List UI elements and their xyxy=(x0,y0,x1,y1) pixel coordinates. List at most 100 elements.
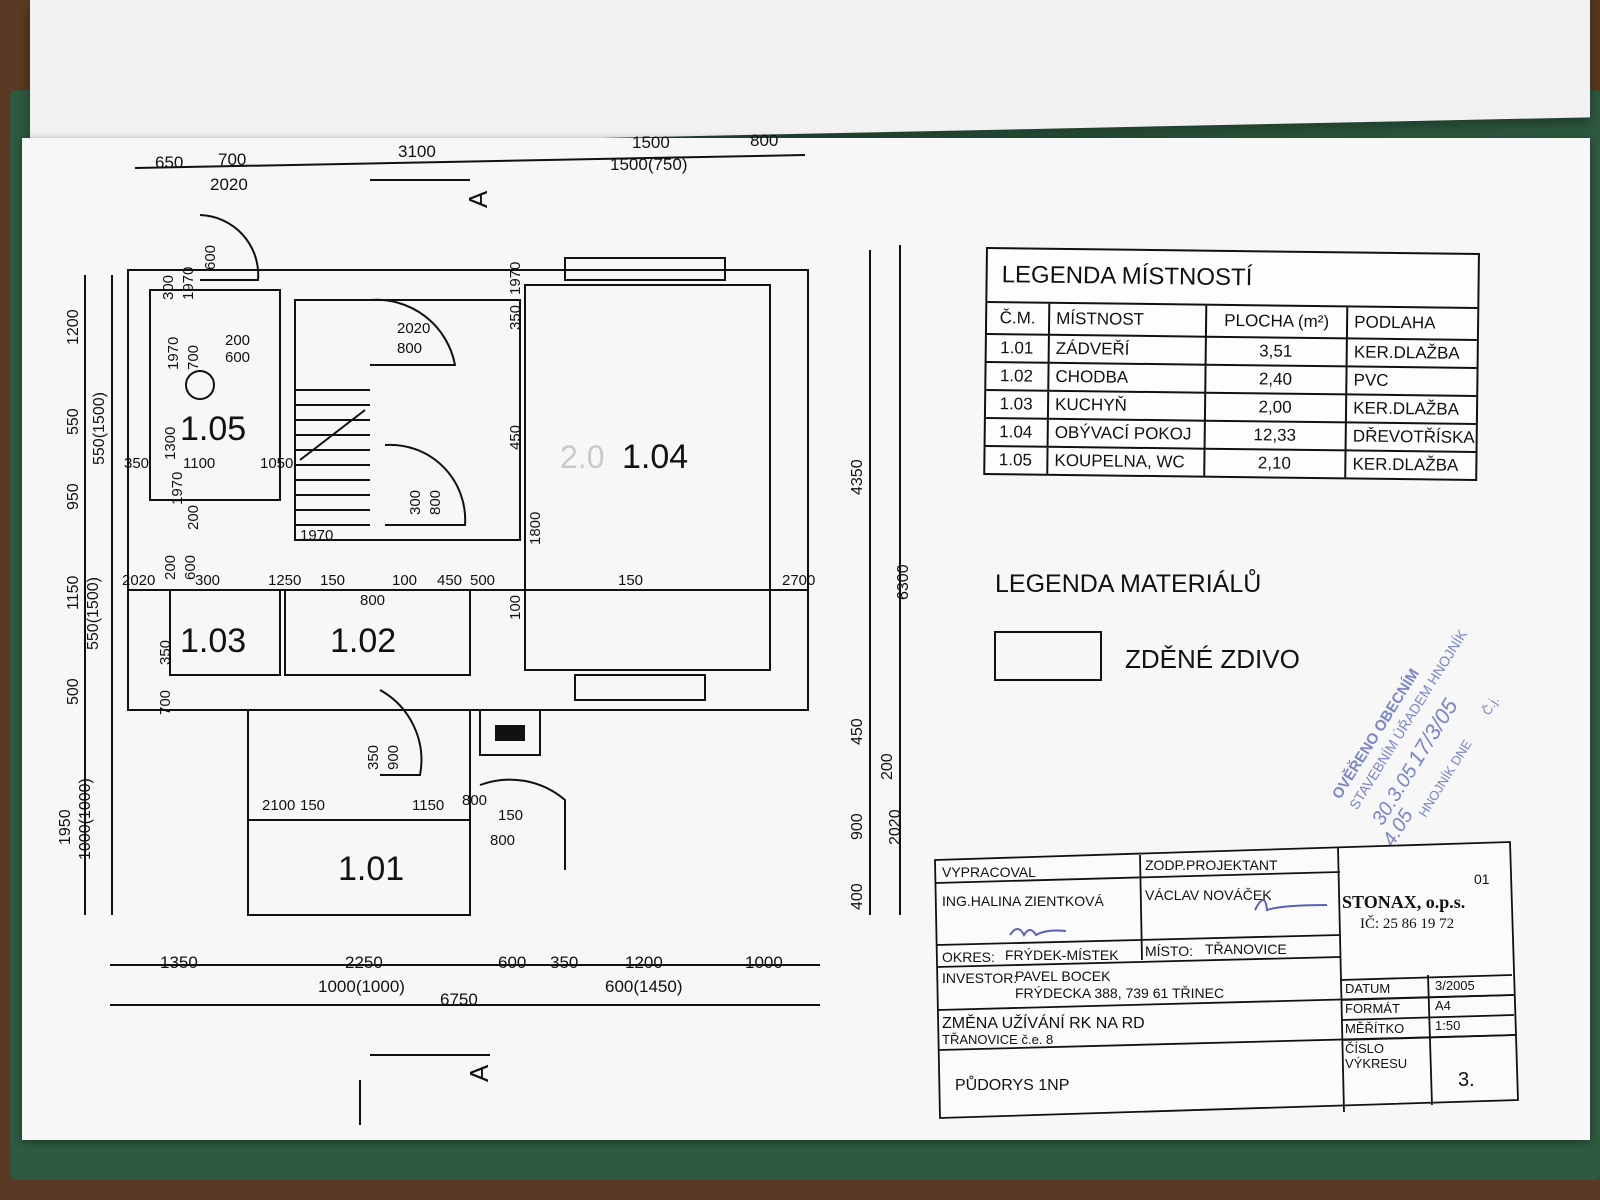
col-header-cm: Č.M. xyxy=(986,303,1050,335)
top-dim-5: 2020 xyxy=(210,175,248,194)
datum-label: DATUM xyxy=(1345,981,1390,996)
room-label-104: 1.04 xyxy=(622,438,688,476)
format-value: A4 xyxy=(1435,998,1451,1013)
bottom-dim-3: 350 xyxy=(550,953,578,972)
legend-cell-floor: KER.DLAŽBA xyxy=(1346,338,1477,369)
cislo-value: 3. xyxy=(1458,1069,1475,1091)
top-dim-3: 1500 xyxy=(632,133,670,152)
inner-dim-label: 1970 xyxy=(507,262,524,295)
legend-cell-floor: KER.DLAŽBA xyxy=(1352,454,1459,475)
col-header-floor: PODLAHA xyxy=(1347,307,1478,341)
right-dim-3: 200 xyxy=(879,753,896,780)
inner-dim-label: 450 xyxy=(507,425,524,450)
left-dim-6: 500 xyxy=(65,678,82,705)
bottom-dim-7: 600(1450) xyxy=(605,977,683,996)
inner-dim-label: 1250 xyxy=(268,572,301,589)
company-name: STONAX, o.p.s. xyxy=(1342,892,1465,912)
left-dim-8: 1000(1000) xyxy=(77,778,94,860)
misto-label: MÍSTO: xyxy=(1145,943,1193,959)
room-label-105: 1.05 xyxy=(180,410,246,448)
legend-cell-number: 1.02 xyxy=(986,362,1049,391)
vypracoval-label: VYPRACOVAL xyxy=(942,864,1036,880)
okres-value: FRÝDEK-MÍSTEK xyxy=(1005,947,1119,963)
stamp-line-3: Č.j. xyxy=(1479,693,1502,717)
rooms-legend-frame: LEGENDA MÍSTNOSTÍ Č.M. MÍSTNOST PLOCHA (… xyxy=(983,247,1480,482)
inner-dim-label: 2700 xyxy=(782,572,815,589)
bottom-dim-5: 1000 xyxy=(745,953,783,972)
company-code: 01 xyxy=(1474,871,1490,887)
inner-dim-label: 800 xyxy=(397,340,422,357)
investor-address: FRÝDECKA 388, 739 61 TŘINEC xyxy=(1015,985,1224,1001)
inner-dim-label: 1300 xyxy=(162,427,179,460)
top-dim-1: 700 xyxy=(218,150,246,169)
rooms-legend: LEGENDA MÍSTNOSTÍ Č.M. MÍSTNOST PLOCHA (… xyxy=(983,247,1480,482)
inner-dim-label: 150 xyxy=(300,797,325,814)
chimney-box xyxy=(479,709,541,756)
right-dim-5: 2020 xyxy=(887,809,904,845)
bottom-dim-total: 6750 xyxy=(440,990,478,1009)
inner-dim-label: 800 xyxy=(427,490,444,515)
porch-outline xyxy=(247,709,471,916)
legend-cell-area: 2,00 xyxy=(1204,392,1347,423)
room-label-102: 1.02 xyxy=(330,622,396,660)
approval-stamp: OVĚŘENO OBECNÍM STAVEBNÍM ÚŘADEM HNOJNÍK… xyxy=(1328,626,1502,874)
cislo-label-2: VÝKRESU xyxy=(1345,1056,1407,1071)
room-labels: 1.01 1.02 1.03 1.04 1.05 xyxy=(180,410,688,888)
inner-dim-label: 350 xyxy=(157,640,174,665)
drawing-name: PŮDORYS 1NP xyxy=(955,1075,1069,1094)
legend-cell-number: 1.03 xyxy=(985,390,1049,419)
col-header-room: MÍSTNOST xyxy=(1048,303,1207,337)
inner-dim-label: 2020 xyxy=(122,572,155,589)
inner-dim-label: 1970 xyxy=(300,527,333,544)
format-label: FORMÁT xyxy=(1345,1001,1400,1016)
section-marker-top: A xyxy=(463,190,493,208)
right-dim-4: 900 xyxy=(849,813,866,840)
projektant-label: ZODP.PROJEKTANT xyxy=(1145,857,1278,873)
meritko-label: MĚŘÍTKO xyxy=(1345,1021,1404,1036)
legend-cell-room: ZÁDVEŘÍ xyxy=(1048,334,1206,365)
legend-cell-number: 1.01 xyxy=(986,334,1049,363)
legend-cell-number: 1.04 xyxy=(985,418,1048,447)
inner-dim-label: 200 xyxy=(185,505,202,530)
left-dim-2: 550(1500) xyxy=(91,392,108,465)
left-dimensions: 1200 550 550(1500) 950 1150 550(1500) 50… xyxy=(57,309,108,860)
inner-dim-label: 300 xyxy=(160,275,177,300)
inner-dim-label: 200 xyxy=(162,555,179,580)
legend-cell-floor: DŘEVOTŘÍSKA xyxy=(1345,422,1476,452)
window-bottom xyxy=(574,674,706,701)
project-sub: TŘANOVICE č.e. 8 xyxy=(942,1032,1053,1047)
right-dim-6: 400 xyxy=(849,883,866,910)
materials-legend-title: LEGENDA MATERIÁLŮ xyxy=(995,567,1261,598)
inner-dim-label: 1800 xyxy=(527,512,544,545)
inner-dim-label: 350 xyxy=(124,455,149,472)
inner-dim-label: 150 xyxy=(320,572,345,589)
door-swing-3 xyxy=(199,214,260,281)
bottom-dim-4: 1200 xyxy=(625,953,663,972)
room-label-101: 1.01 xyxy=(338,850,404,888)
left-dim-0: 1200 xyxy=(65,309,82,345)
signature-mark-1 xyxy=(1254,899,1328,912)
top-dim-line xyxy=(134,154,806,169)
chimney-icon xyxy=(495,725,525,741)
legend-cell-area: 2,10 xyxy=(1204,448,1346,478)
inner-dim-label: 1100 xyxy=(183,455,215,472)
bottom-dim-0: 1350 xyxy=(160,953,198,972)
inner-dim-label: 1970 xyxy=(180,267,197,300)
right-dim-1: 6300 xyxy=(895,564,912,600)
inner-dim-label: 100 xyxy=(392,572,417,589)
inner-dim-label: 600 xyxy=(202,245,219,270)
inner-dim-label: 1970 xyxy=(165,337,182,370)
legend-cell-area: 3,51 xyxy=(1205,336,1348,367)
living-room-outline xyxy=(524,284,771,671)
company-ic: IČ: 25 86 19 72 xyxy=(1360,915,1454,932)
inner-dim-label: 800 xyxy=(360,592,385,609)
legend-cell-room: KOUPELNA, WC xyxy=(1047,446,1205,476)
legend-cell-area: 2,40 xyxy=(1205,364,1347,395)
okres-label: OKRES: xyxy=(942,949,995,965)
legend-cell-room: OBÝVACÍ POKOJ xyxy=(1047,418,1205,449)
col-header-area: PLOCHA (m²) xyxy=(1205,305,1348,339)
inner-dim-label: 800 xyxy=(490,832,515,849)
